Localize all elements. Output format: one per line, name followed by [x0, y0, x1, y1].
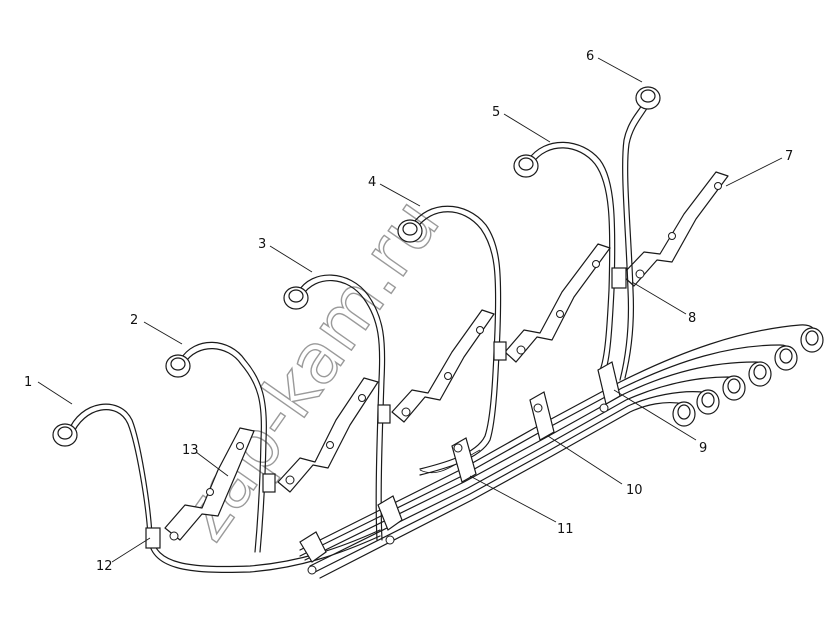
callout-7: 7	[785, 149, 793, 164]
clamp-bracket-4	[493, 341, 526, 361]
clamp-9	[597, 361, 621, 413]
callout-10: 10	[626, 483, 643, 498]
pipe-5	[527, 141, 616, 373]
nut-r2	[774, 345, 798, 371]
bracket-13	[277, 377, 379, 493]
callout-1: 1	[24, 375, 32, 390]
callout-2: 2	[130, 313, 138, 328]
bracket-3	[391, 309, 495, 423]
callout-9: 9	[699, 441, 707, 456]
pipe-6	[619, 95, 653, 381]
nut-r5	[696, 389, 720, 415]
nut-3	[283, 286, 309, 310]
clamp-10	[529, 391, 555, 441]
nut-2	[165, 354, 191, 378]
nut-r6	[672, 401, 696, 427]
clamp-11	[451, 437, 477, 483]
nut-6	[635, 86, 661, 110]
nut-1	[52, 423, 78, 447]
clamp-bracket-3	[377, 404, 411, 424]
pipe-2	[179, 341, 267, 553]
callout-11: 11	[557, 522, 574, 537]
callout-12: 12	[96, 559, 113, 574]
bracket-4	[504, 243, 611, 363]
nut-5	[513, 154, 539, 178]
leader-lines	[37, 57, 783, 563]
pipe-3	[297, 274, 386, 541]
callout-13: 13	[182, 443, 199, 458]
callouts: 1 2 3 4 5 6 7 8 9 10 11 12 13	[24, 49, 793, 574]
callout-6: 6	[586, 49, 594, 64]
nut-r3	[748, 361, 772, 387]
clamps	[145, 267, 645, 575]
callout-4: 4	[368, 175, 376, 190]
pipe-4	[411, 205, 502, 476]
bracket-1	[164, 427, 255, 541]
clamp-12	[145, 527, 179, 549]
callout-5: 5	[492, 105, 500, 120]
nut-r1	[800, 327, 824, 353]
callout-3: 3	[258, 237, 266, 252]
clamp-bundle-2	[377, 495, 403, 545]
clamp-bracket-1	[262, 473, 295, 493]
nut-4	[397, 219, 423, 243]
nut-r4	[722, 375, 746, 401]
callout-8: 8	[688, 311, 696, 326]
bracket-7	[621, 171, 729, 287]
clamp-8	[611, 267, 645, 289]
clamp-bundle-1	[299, 531, 327, 575]
union-nuts	[52, 86, 824, 447]
